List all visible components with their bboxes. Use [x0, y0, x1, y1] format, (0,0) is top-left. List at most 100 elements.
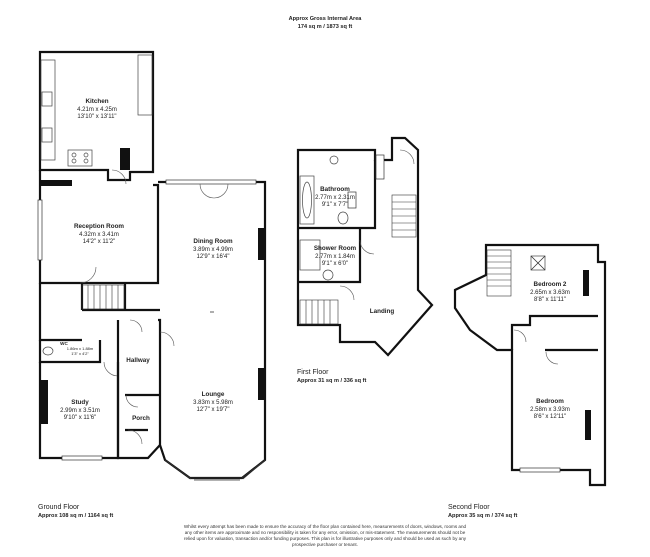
reception-metric: 4.32m x 3.41m: [79, 232, 119, 238]
dining-metric: 3.89m x 4.99m: [193, 247, 233, 253]
bedroom-imperial: 8'6" x 12'11": [534, 414, 566, 420]
kitchen-counter-right: [137, 54, 153, 116]
bay-window-pane: [167, 461, 192, 480]
gross-area-title: Approx Gross Internal Area: [289, 16, 363, 22]
study-imperial: 9'10" x 11'6": [64, 415, 96, 421]
door-swing: [359, 239, 375, 255]
hob-ring-icon: [71, 158, 77, 164]
second-floor-outline: [453, 243, 607, 487]
kitchen-metric: 4.21m x 4.25m: [77, 107, 117, 113]
reception-imperial: 14'2" x 11'2": [83, 239, 115, 245]
disclaimer-line: relied upon for valuation, transaction a…: [184, 536, 467, 541]
bathroom-metric: 2.77m x 2.31m: [315, 195, 355, 201]
sink-icon: [41, 91, 53, 107]
shower-metric: 2.77m x 1.84m: [315, 254, 355, 260]
hob-ring-icon: [83, 158, 89, 164]
toilet-icon: [322, 269, 334, 281]
dining-imperial: 12'9" x 16'4": [197, 254, 230, 260]
shower-name: Shower Room: [314, 245, 357, 252]
bedroom-name: Bedroom: [536, 398, 564, 405]
kitchen-imperial: 13'10" x 13'11": [77, 114, 116, 120]
bedroom2-imperial: 8'8" x 11'11": [534, 297, 566, 303]
wc-walls: [38, 340, 102, 364]
wc-imperial: 1'3" x 4'2": [71, 351, 89, 356]
bedroom-walls: [510, 314, 598, 352]
first-floor-area: Approx 31 sq m / 336 sq ft: [297, 378, 366, 384]
bath-basin-icon: [302, 181, 312, 219]
door-swing: [79, 266, 97, 284]
boiler-icon: [120, 148, 130, 170]
wc-metric: 1.86m x 1.88m: [67, 346, 94, 351]
patio-doors: [165, 179, 257, 185]
kitchen-counter: [40, 59, 56, 161]
second-floor-plan: [453, 243, 607, 487]
second-floor-title: Second Floor: [448, 504, 490, 511]
lounge-imperial: 12'7" x 19'7": [197, 407, 230, 413]
porch-name: Porch: [132, 415, 150, 422]
bedroom2-name: Bedroom 2: [534, 281, 567, 288]
radiator: [347, 191, 357, 209]
bedroom-metric: 2.58m x 3.93m: [530, 407, 570, 413]
wc-name: WC: [60, 341, 68, 346]
bay-window-pane: [242, 461, 264, 480]
door-swing: [159, 331, 175, 347]
window: [519, 467, 561, 473]
toilet-icon: [42, 346, 54, 356]
kitchen-walls: [38, 50, 155, 182]
bedroom2-metric: 2.65m x 3.63m: [530, 290, 570, 296]
hallway-walls: [116, 320, 161, 460]
ground-floor-plan: [37, 50, 267, 481]
gross-area-value: 174 sq m / 1873 sq ft: [298, 24, 353, 30]
landing-name: Landing: [370, 308, 395, 315]
ground-staircase: [81, 284, 125, 310]
disclaimer-line: prospective purchaser or tenant.: [292, 542, 358, 547]
study-name: Study: [71, 399, 89, 406]
window: [37, 199, 43, 261]
door-swing: [111, 169, 127, 185]
first-floor-title: First Floor: [297, 369, 329, 376]
lounge-name: Lounge: [202, 391, 225, 398]
french-door-swing: [199, 183, 229, 199]
disclaimer-line: Whilst every attempt has been made to en…: [184, 524, 467, 529]
second-floor-area: Approx 35 sq m / 374 sq ft: [448, 513, 517, 519]
hob-icon: [67, 149, 93, 167]
ground-floor-area: Approx 108 sq m / 1164 sq ft: [38, 513, 113, 519]
shower-walls: [298, 228, 362, 284]
bathroom-name: Bathroom: [320, 186, 350, 193]
hallway-name: Hallway: [126, 357, 150, 364]
lounge-metric: 3.83m x 5.98m: [193, 400, 233, 406]
bathroom-walls: [298, 160, 377, 230]
second-staircase: [486, 249, 512, 297]
eaves: [583, 270, 589, 296]
door-swing: [125, 394, 139, 408]
door-swing: [129, 319, 143, 333]
bay-window: [164, 459, 266, 479]
door-swing: [545, 351, 559, 365]
door-swing: [513, 329, 527, 343]
kitchen-name: Kitchen: [85, 98, 108, 105]
reception-name: Reception Room: [74, 223, 124, 230]
shower-imperial: 9'1" x 6'0": [322, 261, 348, 267]
sink-icon: [41, 127, 53, 143]
front-door-swing: [127, 429, 143, 445]
dining-name: Dining Room: [193, 238, 233, 245]
eaves: [585, 410, 591, 440]
first-floor-plan: [296, 136, 434, 357]
hob-ring-icon: [83, 152, 89, 158]
toilet-icon: [337, 211, 349, 225]
fireplace: [258, 228, 265, 260]
window: [61, 455, 103, 461]
door-swing: [339, 285, 355, 301]
basin-icon: [329, 155, 339, 165]
chimney-breast: [40, 180, 72, 186]
study-metric: 2.99m x 3.51m: [60, 408, 100, 414]
ground-floor-title: Ground Floor: [38, 504, 80, 511]
door-swing: [103, 361, 119, 377]
disclaimer-line: any other items are approximate and no r…: [185, 530, 466, 535]
door-swing: [399, 149, 415, 165]
first-staircase: [299, 194, 417, 325]
dining-lounge-walls: [158, 180, 267, 480]
bathroom-imperial: 9'1" x 7'7": [322, 202, 348, 208]
shower-tray-icon: [299, 239, 321, 271]
